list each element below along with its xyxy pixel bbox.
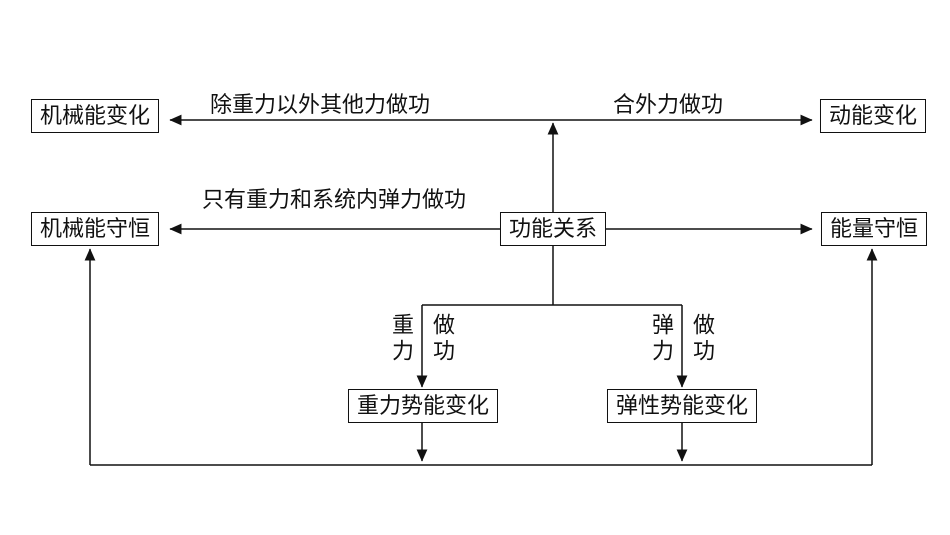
label-gravity-do-work: 做功 — [430, 313, 455, 365]
node-gravitational-pe-change: 重力势能变化 — [347, 389, 499, 423]
node-mechanical-energy-change: 机械能变化 — [30, 99, 160, 133]
node-energy-conservation: 能量守恒 — [820, 212, 928, 246]
node-work-energy-relation: 功能关系 — [499, 212, 607, 246]
label-other-forces-work: 除重力以外其他力做功 — [207, 92, 433, 117]
label-spring-force: 弹力 — [649, 313, 674, 365]
label-gravity: 重力 — [389, 313, 414, 365]
label-spring-do-work: 做功 — [690, 313, 715, 365]
label-net-external-force-work: 合外力做功 — [610, 92, 726, 117]
node-kinetic-energy-change: 动能变化 — [819, 99, 927, 133]
node-mechanical-energy-conservation: 机械能守恒 — [30, 212, 160, 246]
node-elastic-pe-change: 弹性势能变化 — [606, 389, 758, 423]
label-only-gravity-and-spring-work: 只有重力和系统内弹力做功 — [199, 187, 469, 212]
